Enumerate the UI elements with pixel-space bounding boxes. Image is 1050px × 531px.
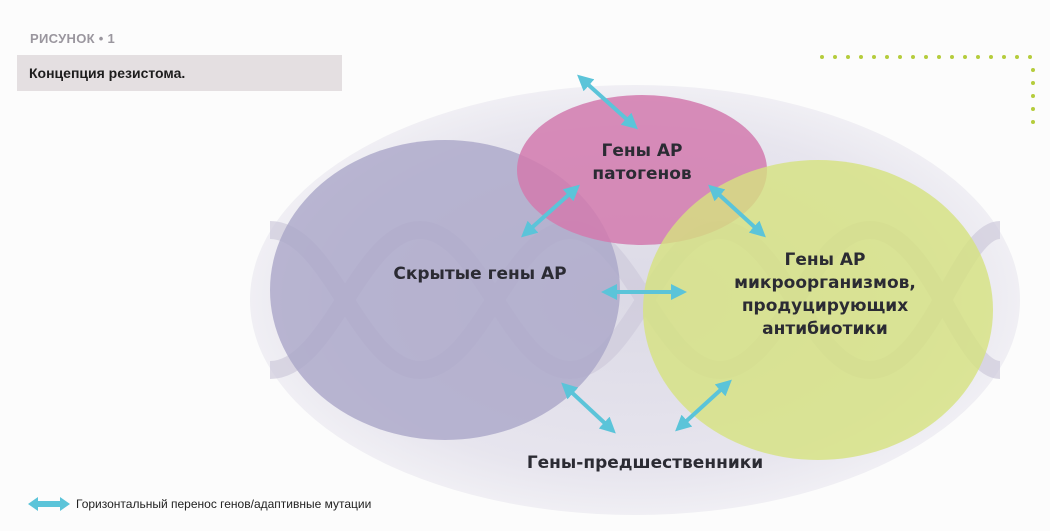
- dot: [898, 55, 902, 59]
- arrow-hidden-pathogens: [521, 184, 580, 238]
- producers-line: Гены АР: [784, 250, 866, 270]
- dots-decoration: [820, 55, 1035, 124]
- caption-text: Концепция резистома.: [29, 65, 186, 81]
- dot: [976, 55, 980, 59]
- pathogens-line: Гены АР: [601, 141, 683, 161]
- dot: [859, 55, 863, 59]
- legend: Горизонтальный перенос генов/адаптивные …: [28, 497, 371, 511]
- figure-label: РИСУНОК • 1: [30, 31, 116, 46]
- dot: [1031, 94, 1035, 98]
- dot: [1031, 68, 1035, 72]
- dot: [950, 55, 954, 59]
- dot: [1031, 107, 1035, 111]
- dot: [820, 55, 824, 59]
- dot: [872, 55, 876, 59]
- dot: [911, 55, 915, 59]
- arrow-pathogens-producers: [708, 184, 766, 238]
- node-producers: Гены АР микроорганизмов, продуцирующих а…: [715, 249, 935, 341]
- transfer-arrows: [521, 74, 766, 434]
- dot: [989, 55, 993, 59]
- node-pathogens: Гены АР патогенов: [572, 140, 712, 186]
- double-arrow-icon: [28, 497, 70, 511]
- producers-line: продуцирующих: [741, 296, 909, 316]
- dot: [1002, 55, 1006, 59]
- producers-line: микроорганизмов,: [734, 273, 916, 293]
- dot: [1031, 81, 1035, 85]
- dot: [1015, 55, 1019, 59]
- dot: [846, 55, 850, 59]
- arrow-producers-precursors: [675, 379, 732, 432]
- dot: [885, 55, 889, 59]
- dot: [1031, 120, 1035, 124]
- arrow-outer-pathogens: [577, 74, 638, 130]
- dot: [937, 55, 941, 59]
- node-precursors: Гены-предшественники: [526, 453, 764, 473]
- arrow-hidden-precursors: [561, 382, 616, 434]
- dot: [833, 55, 837, 59]
- dot: [1028, 55, 1032, 59]
- producers-line: антибиотики: [762, 319, 888, 339]
- pathogens-line: патогенов: [592, 164, 692, 184]
- node-hidden-genes: Скрытые гены АР: [393, 264, 567, 284]
- dot: [924, 55, 928, 59]
- caption-box: Концепция резистома.: [17, 55, 342, 91]
- dot: [963, 55, 967, 59]
- legend-label: Горизонтальный перенос генов/адаптивные …: [76, 497, 372, 511]
